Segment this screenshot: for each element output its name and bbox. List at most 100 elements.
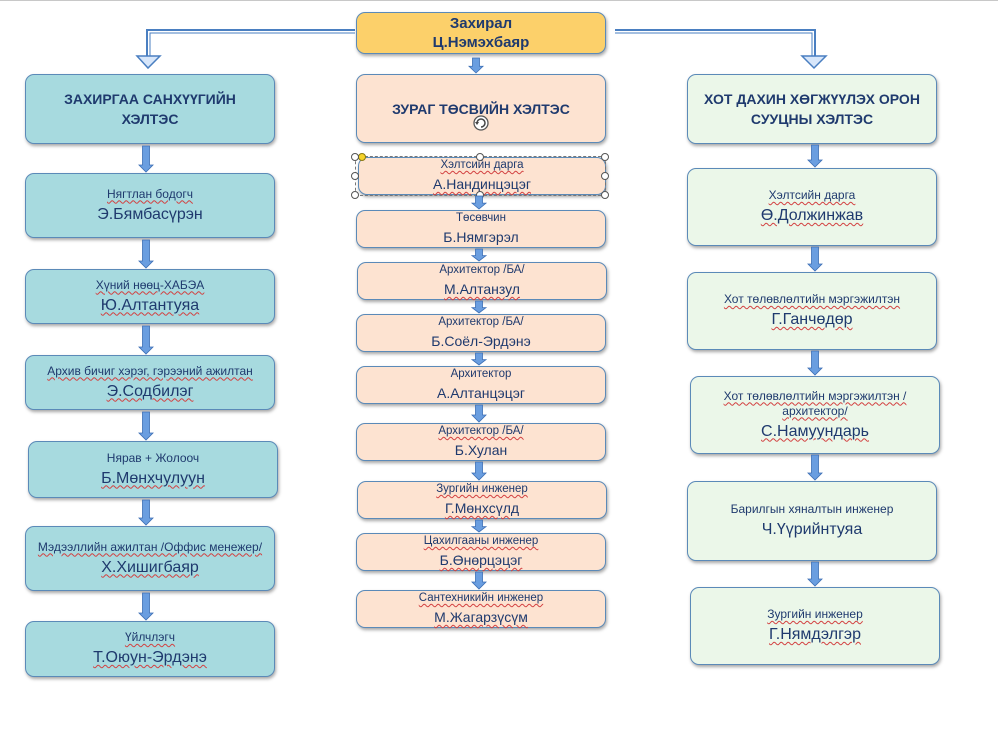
director-box[interactable]: Захирал Ц.Нэмэхбаяр	[356, 12, 606, 54]
right-item-1-name: Г.Ганчөдөр	[771, 311, 853, 328]
selection-frame	[355, 156, 606, 196]
resize-handle-top-left[interactable]	[351, 153, 359, 161]
arrowhead-right-dept	[800, 55, 828, 70]
resize-handle-bottom-left[interactable]	[351, 191, 359, 199]
left-item-1-name: Ю.Алтантуяа	[100, 296, 200, 314]
right-item-4-name: Г.Нямдэлгэр	[769, 626, 861, 643]
center-item-4[interactable]: Архитектор А.Алтанцэцэг	[356, 366, 606, 404]
left-item-1-role: Хүний нөөц-ХАБЭА	[95, 277, 205, 292]
resize-handle-right[interactable]	[601, 172, 609, 180]
right-item-2[interactable]: Хот төлөвлөлтийн мэргэжилтэн /архитектор…	[690, 376, 940, 454]
down-arrow-1	[138, 239, 154, 269]
right-dept-header[interactable]: ХОТ ДАХИН ХӨГЖҮҮЛЭХ ОРОН СУУЦНЫ ХЭЛТЭС	[687, 74, 937, 144]
left-item-3-name: Б.Мөнхчулуун	[101, 469, 205, 487]
left-item-5-role: Үйлчлэгч	[124, 630, 176, 644]
down-arrow-15	[807, 144, 823, 168]
center-item-0-role: Хэлтсийн дарга	[440, 159, 524, 171]
resize-handle-left[interactable]	[351, 172, 359, 180]
center-item-8-name: М.Жагарзүсүм	[434, 609, 528, 625]
center-item-5-role: Архитектор /БА/	[438, 425, 524, 437]
right-item-0[interactable]: Хэлтсийн дарга Ө.Должинжав	[687, 168, 937, 246]
center-item-0-name: А.Нандинцэцэг	[432, 176, 531, 192]
left-item-2-role: Архив бичиг хэрэг, гэрээний ажилтан	[47, 363, 253, 378]
down-arrow-9	[470, 300, 488, 314]
center-item-4-name: А.Алтанцэцэг	[437, 385, 525, 401]
center-item-2-role: Архитектор /БА/	[439, 264, 525, 276]
center-item-5[interactable]: Архитектор /БА/ Б.Хулан	[356, 423, 606, 461]
right-item-3[interactable]: Барилгын хяналтын инженер Ч.Үүрийнтуяа	[687, 481, 937, 561]
right-item-2-name: С.Намуундарь	[761, 422, 869, 440]
adjust-handle[interactable]	[358, 153, 366, 161]
left-item-1[interactable]: Хүний нөөц-ХАБЭА Ю.Алтантуяа	[25, 269, 275, 324]
down-arrow-17	[807, 350, 823, 376]
right-item-2-role: Хот төлөвлөлтийн мэргэжилтэн /архитектор…	[723, 388, 907, 418]
center-item-4-role: Архитектор	[450, 368, 512, 380]
center-item-7-role: Цахилгааны инженер	[423, 535, 539, 547]
center-dept-title: ЗУРАГ ТӨСВИЙН ХЭЛТЭС	[392, 100, 570, 117]
left-item-4[interactable]: Мэдээллийн ажилтан /Оффис менежер/ Х.Хиш…	[25, 526, 275, 591]
right-item-0-name: Ө.Должинжав	[760, 207, 864, 224]
center-item-1-role: Төсөвчин	[456, 212, 506, 224]
center-item-2[interactable]: Архитектор /БА/ М.Алтанзул	[357, 262, 607, 300]
right-item-0-role: Хэлтсийн дарга	[768, 188, 856, 202]
down-arrow-16	[807, 246, 823, 272]
center-item-5-name: Б.Хулан	[454, 442, 508, 458]
center-item-6-name: Г.Мөнхсүлд	[444, 500, 520, 516]
down-arrow-0	[138, 145, 154, 173]
left-item-3-role: Нярав + Жолооч	[106, 450, 200, 465]
left-item-4-name: Х.Хишигбаяр	[101, 558, 199, 576]
center-item-6[interactable]: Зургийн инженер Г.Мөнхсүлд	[357, 481, 607, 519]
center-item-6-role: Зургийн инженер	[436, 483, 528, 495]
resize-handle-top[interactable]	[476, 153, 484, 161]
center-item-8-role: Сантехникийн инженер	[418, 592, 544, 604]
right-dept-title: ХОТ ДАХИН ХӨГЖҮҮЛЭХ ОРОН СУУЦНЫ ХЭЛТЭС	[704, 91, 920, 127]
left-item-2[interactable]: Архив бичиг хэрэг, гэрээний ажилтан Э.Со…	[25, 355, 275, 410]
top-border-line	[0, 0, 998, 1]
center-item-3-role: Архитектор /БА/	[438, 316, 524, 328]
left-item-0-role: Нягтлан бодогч	[107, 186, 193, 201]
down-arrow-13	[470, 519, 488, 533]
right-item-4[interactable]: Зургийн инженер Г.Нямдэлгэр	[690, 587, 940, 665]
down-arrow-14	[471, 571, 487, 590]
right-item-1[interactable]: Хот төлөвлөлтийн мэргэжилтэн Г.Ганчөдөр	[687, 272, 937, 350]
left-item-5-name: Т.Оюун-Эрдэнэ	[93, 649, 207, 666]
director-right-connector	[615, 29, 816, 58]
left-item-2-name: Э.Содбилэг	[106, 382, 194, 400]
down-arrow-5	[138, 592, 154, 621]
left-item-0[interactable]: Нягтлан бодогч Э.Бямбасүрэн	[25, 173, 275, 238]
center-item-3[interactable]: Архитектор /БА/ Б.Соёл-Эрдэнэ	[356, 314, 606, 352]
center-item-7-name: Б.Өнөрцэцэг	[439, 552, 523, 568]
center-item-1[interactable]: Төсөвчин Б.Нямгэрэл	[356, 210, 606, 248]
center-dept-header[interactable]: ЗУРАГ ТӨСВИЙН ХЭЛТЭС	[356, 74, 606, 143]
down-arrow-3	[138, 411, 154, 441]
down-arrow-6	[468, 57, 484, 74]
resize-handle-bottom-right[interactable]	[601, 191, 609, 199]
director-left-connector	[146, 29, 355, 58]
arrowhead-left-dept	[135, 55, 162, 70]
down-arrow-2	[138, 325, 154, 355]
right-item-3-role: Барилгын хяналтын инженер	[730, 502, 894, 516]
center-item-3-name: Б.Соёл-Эрдэнэ	[431, 333, 531, 349]
left-dept-title: ЗАХИРГАА САНХҮҮГИЙН ХЭЛТЭС	[64, 91, 236, 127]
right-item-4-role: Зургийн инженер	[767, 607, 863, 621]
down-arrow-11	[471, 404, 487, 423]
center-item-7[interactable]: Цахилгааны инженер Б.Өнөрцэцэг	[356, 533, 606, 571]
center-item-8[interactable]: Сантехникийн инженер М.Жагарзүсүм	[356, 590, 606, 628]
left-item-0-name: Э.Бямбасүрэн	[97, 205, 203, 223]
left-item-3[interactable]: Нярав + Жолооч Б.Мөнхчулуун	[28, 441, 278, 498]
down-arrow-12	[471, 461, 487, 481]
down-arrow-19	[807, 561, 823, 587]
rotate-icon[interactable]	[472, 114, 490, 132]
resize-handle-bottom[interactable]	[476, 191, 484, 199]
left-dept-header[interactable]: ЗАХИРГАА САНХҮҮГИЙН ХЭЛТЭС	[25, 74, 275, 144]
director-name: Ц.Нэмэхбаяр	[432, 34, 530, 51]
resize-handle-top-right[interactable]	[601, 153, 609, 161]
down-arrow-8	[470, 248, 488, 262]
center-item-1-name: Б.Нямгэрэл	[443, 229, 519, 245]
right-item-1-role: Хот төлөвлөлтийн мэргэжилтэн	[723, 292, 901, 306]
left-item-5[interactable]: Үйлчлэгч Т.Оюун-Эрдэнэ	[25, 621, 275, 677]
down-arrow-10	[470, 352, 488, 366]
right-item-3-name: Ч.Үүрийнтуяа	[761, 521, 863, 538]
left-item-4-role: Мэдээллийн ажилтан /Оффис менежер/	[37, 539, 263, 554]
down-arrow-18	[807, 454, 823, 481]
